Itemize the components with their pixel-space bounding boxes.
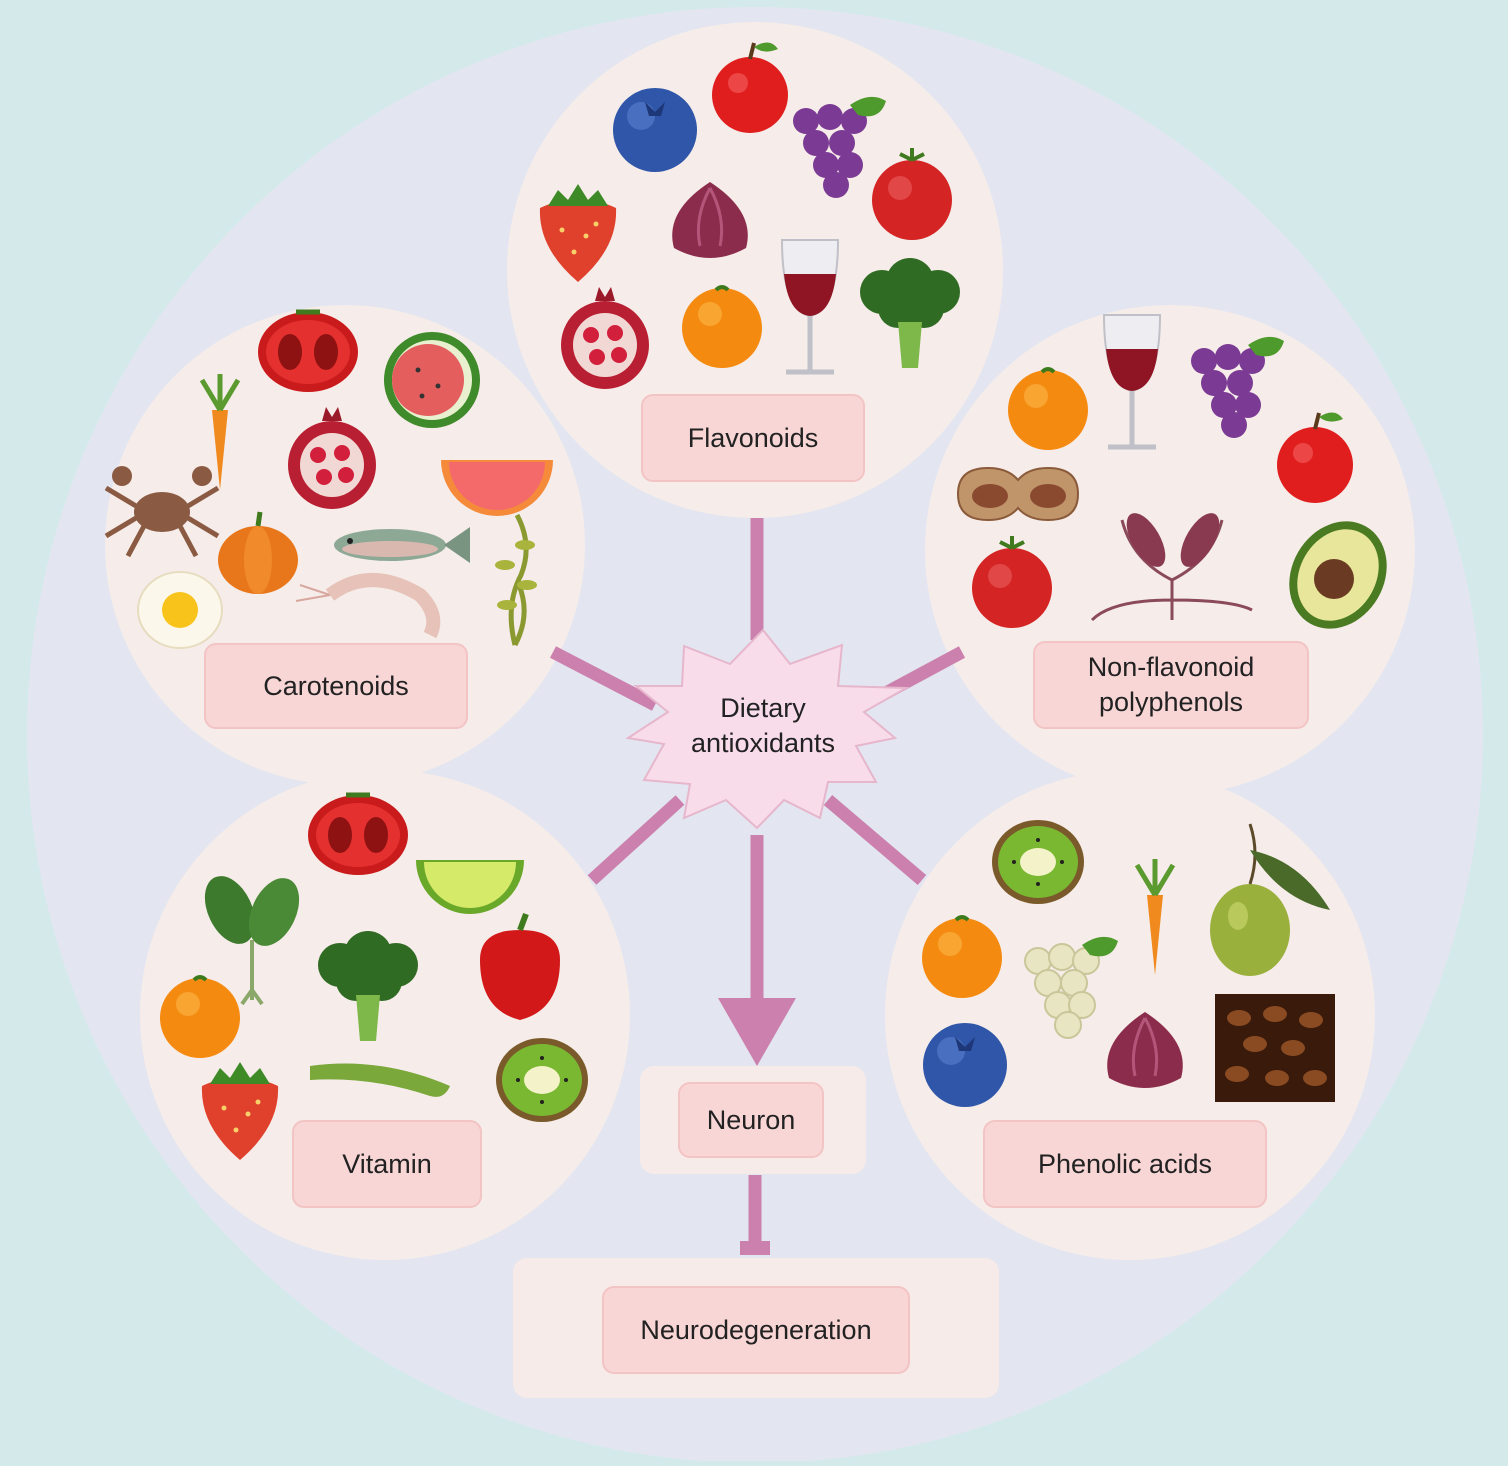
neuron-text: Neuron xyxy=(707,1103,796,1138)
kiwi-icon xyxy=(496,1038,588,1122)
center-label: Dietary antioxidants xyxy=(646,688,880,764)
egg-icon xyxy=(138,572,222,648)
flavonoids-text: Flavonoids xyxy=(688,421,819,456)
carotenoids-label: Carotenoids xyxy=(204,643,468,729)
vitamin-label: Vitamin xyxy=(292,1120,482,1208)
non-flavonoid-label: Non-flavonoid polyphenols xyxy=(1033,641,1309,729)
neurodegeneration-text: Neurodegeneration xyxy=(640,1313,871,1348)
watermelon-icon xyxy=(384,332,480,428)
flavonoids-label: Flavonoids xyxy=(641,394,865,482)
blueberry-icon xyxy=(923,1023,1007,1107)
carotenoids-text: Carotenoids xyxy=(263,669,409,704)
non-flavonoid-text-line2: polyphenols xyxy=(1099,685,1243,720)
center-text-line2: antioxidants xyxy=(691,726,835,761)
non-flavonoid-text-line1: Non-flavonoid xyxy=(1088,650,1255,685)
phenolic-acids-text: Phenolic acids xyxy=(1038,1147,1212,1182)
blueberry-icon xyxy=(613,88,697,172)
tomato-half-icon xyxy=(308,795,408,875)
phenolic-acids-label: Phenolic acids xyxy=(983,1120,1267,1208)
center-text-line1: Dietary xyxy=(720,691,806,726)
inhibition-bar xyxy=(740,1241,770,1255)
kiwi-icon xyxy=(992,820,1084,904)
tomato-half-icon xyxy=(258,312,358,392)
neurodegeneration-label: Neurodegeneration xyxy=(602,1286,910,1374)
vitamin-text: Vitamin xyxy=(342,1147,432,1182)
neuron-label: Neuron xyxy=(678,1082,824,1158)
coffee-beans-icon xyxy=(1215,994,1335,1102)
